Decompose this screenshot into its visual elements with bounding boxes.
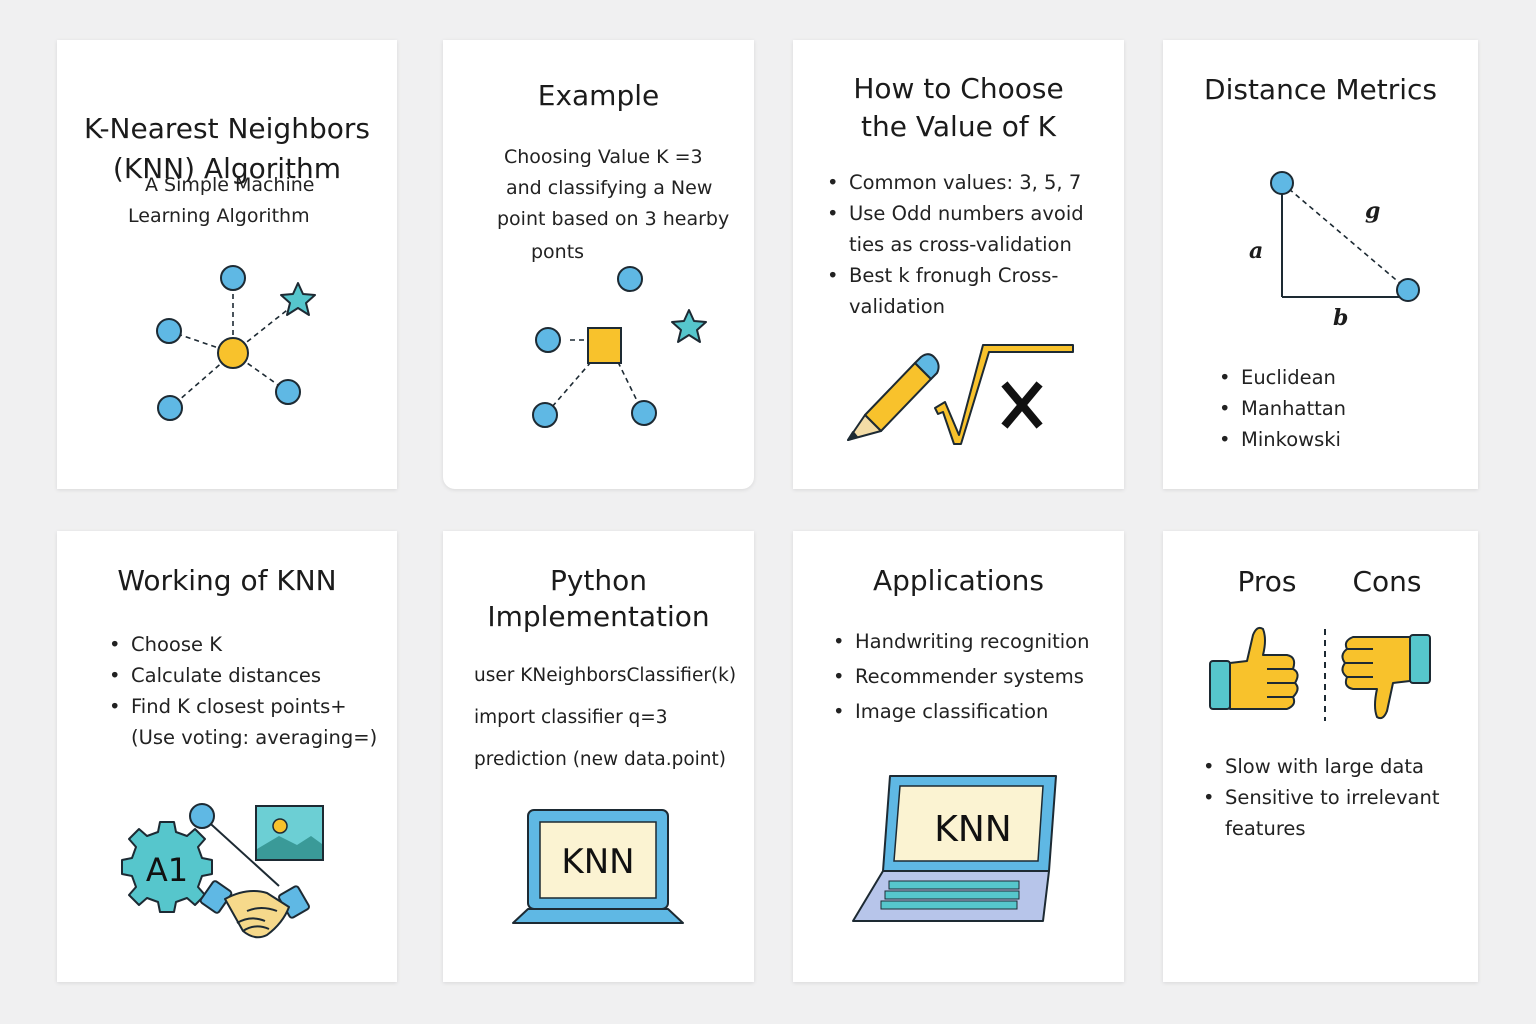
star-point-icon — [671, 309, 707, 343]
list-item-continuation: features — [1225, 817, 1306, 840]
card-working-knn: Working of KNN Choose K Calculate distan… — [57, 531, 397, 982]
distance-triangle-diagram: a b g — [1249, 171, 1420, 331]
data-point — [189, 803, 215, 829]
side-label-b: b — [1333, 305, 1348, 331]
new-point-square — [587, 327, 622, 364]
card-python-implementation: Python Implementation user KNeighborsCla… — [443, 531, 754, 982]
neighbor-point — [275, 379, 301, 405]
list-item: Recommender systems — [833, 659, 1089, 694]
thumbs-down-icon — [1341, 634, 1431, 720]
card-pros-cons: Pros Cons Slow with large data Sensitive… — [1163, 531, 1478, 982]
card-title-line1: How to Choose — [853, 72, 1064, 105]
code-line: import classifier q=3 — [474, 707, 668, 728]
neighbor-point — [220, 265, 246, 291]
list-item: Choose K — [109, 629, 377, 660]
card-title: Example — [537, 79, 660, 112]
point-b — [1396, 278, 1420, 302]
pros-title: Pros — [1237, 565, 1297, 598]
square-root-icon — [934, 344, 1074, 445]
neighbor-point — [156, 318, 182, 344]
list-item: Best k fronugh Cross- — [827, 260, 1084, 291]
list-item: Sensitive to irrelevant — [1203, 782, 1439, 813]
list-item: Calculate distances — [109, 660, 377, 691]
card-title-line2: Implementation — [487, 600, 710, 633]
list-item-continuation: (Use voting: averaging=) — [131, 726, 378, 749]
code-line: prediction (new data.point) — [474, 749, 726, 770]
side-label-g: g — [1365, 198, 1380, 224]
list-item: Manhattan — [1219, 393, 1346, 424]
list-item: Use Odd numbers avoid — [827, 198, 1084, 229]
choose-k-list: Common values: 3, 5, 7 Use Odd numbers a… — [827, 167, 1084, 322]
side-label-a: a — [1249, 238, 1263, 264]
card-title: Working of KNN — [117, 564, 337, 597]
example-text-line2: and classifying a New — [506, 177, 713, 199]
pencil-icon — [847, 353, 940, 441]
example-text-line4: ponts — [531, 241, 585, 263]
cons-title: Cons — [1352, 565, 1422, 598]
point-a — [1270, 171, 1294, 195]
list-item: Handwriting recognition — [833, 624, 1089, 659]
math-tools-illustration — [847, 344, 1074, 445]
card-applications: Applications Handwriting recognition Rec… — [793, 531, 1124, 982]
screen-text: KNN — [561, 842, 634, 882]
card-title-line2: (KNN) Algorithm — [112, 152, 342, 185]
neighbor-point — [617, 266, 643, 292]
card-choose-k: How to Choose the Value of K Common valu… — [793, 40, 1124, 489]
card-subtitle-line1: A Simple Machine — [145, 174, 315, 196]
card-title-line1: Python — [549, 564, 648, 597]
list-item: Find K closest points+ — [109, 691, 377, 722]
applications-list: Handwriting recognition Recommender syst… — [833, 624, 1089, 729]
distance-metrics-list: Euclidean Manhattan Minkowski — [1219, 362, 1346, 455]
example-classification-illustration — [532, 266, 707, 428]
list-item: Minkowski — [1219, 424, 1346, 455]
example-text-line3: point based on 3 hearby — [497, 208, 730, 230]
handshake-icon — [199, 880, 310, 939]
working-illustration: A1 — [121, 803, 324, 939]
list-item: Image classification — [833, 694, 1089, 729]
multiply-icon — [1001, 381, 1043, 429]
list-item: Slow with large data — [1203, 751, 1439, 782]
list-item: Euclidean — [1219, 362, 1346, 393]
neighbor-point — [535, 327, 561, 353]
neighbor-point — [631, 400, 657, 426]
card-example: Example Choosing Value K =3 and classify… — [443, 40, 754, 489]
thumbs-illustration — [1209, 626, 1431, 721]
card-distance-metrics: Distance Metrics a b g Euclidean Manhatt… — [1163, 40, 1478, 489]
card-title: Distance Metrics — [1204, 73, 1437, 106]
list-item-continuation: ties as cross-validation — [849, 233, 1072, 256]
card-title-line1: K-Nearest Neighbors — [84, 112, 370, 145]
card-title: Applications — [872, 564, 1045, 597]
thumbs-up-icon — [1209, 626, 1299, 710]
neighbor-network-illustration — [156, 265, 316, 421]
neighbor-point — [157, 395, 183, 421]
card-subtitle-line2: Learning Algorithm — [128, 205, 310, 227]
example-text-line1: Choosing Value K =3 — [504, 146, 703, 168]
query-point — [217, 337, 249, 369]
star-point-icon — [280, 282, 316, 316]
list-item: Common values: 3, 5, 7 — [827, 167, 1084, 198]
laptop-icon: KNN — [512, 809, 684, 924]
laptop-icon: KNN — [852, 775, 1057, 922]
card-knn-intro: K-Nearest Neighbors (KNN) Algorithm A Si… — [57, 40, 397, 489]
gear-label: A1 — [146, 851, 188, 889]
list-item-continuation: validation — [849, 295, 946, 318]
working-steps-list: Choose K Calculate distances Find K clos… — [109, 629, 377, 753]
card-title-line2: the Value of K — [861, 110, 1056, 143]
neighbor-point — [532, 402, 558, 428]
gear-icon: A1 — [121, 821, 213, 913]
image-icon — [255, 805, 324, 861]
screen-text: KNN — [934, 809, 1011, 850]
cons-list: Slow with large data Sensitive to irrele… — [1203, 751, 1439, 844]
code-line: user KNeighborsClassifier(k) — [474, 665, 737, 686]
